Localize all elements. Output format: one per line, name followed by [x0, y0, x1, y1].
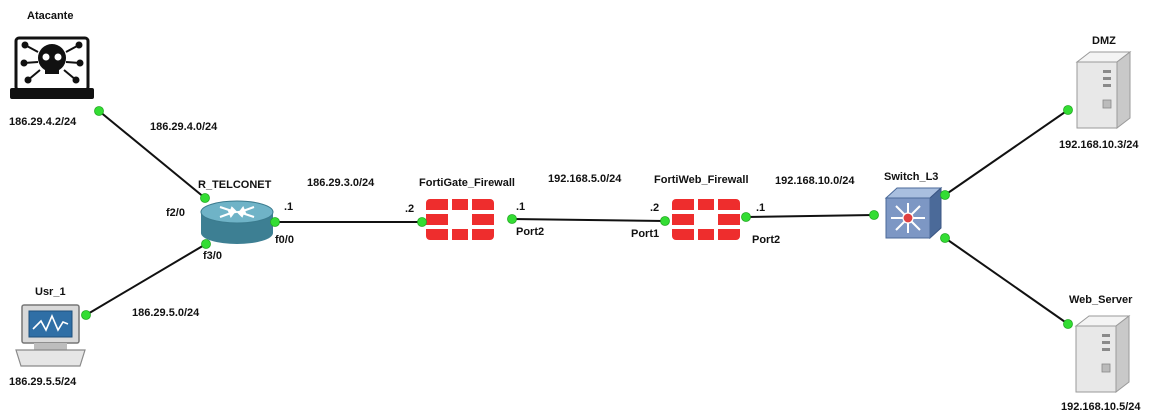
- link-switch-web[interactable]: [944, 237, 1069, 325]
- user-ip: 186.29.5.5/24: [9, 376, 77, 388]
- port-dot-fortiweb-right: [741, 212, 751, 222]
- user-name: Usr_1: [35, 286, 66, 298]
- pc-icon[interactable]: [15, 304, 86, 367]
- link-attacker-router[interactable]: [98, 110, 206, 199]
- port-dot-fortigate-right: [507, 214, 517, 224]
- fortiweb-left-id: .2: [650, 202, 660, 214]
- link-user-router[interactable]: [85, 243, 207, 316]
- l3-switch-icon[interactable]: [884, 186, 943, 240]
- net-attacker: 186.29.4.0/24: [150, 121, 218, 133]
- attacker-ip: 186.29.4.2/24: [9, 116, 77, 128]
- attacker-laptop-icon[interactable]: [10, 36, 94, 99]
- router-port-f0-0: f0/0: [275, 234, 294, 246]
- fortiweb-name: FortiWeb_Firewall: [654, 174, 749, 186]
- fortigate-left-id: .2: [405, 203, 415, 215]
- fortigate-port: Port2: [516, 226, 545, 238]
- router-name: R_TELCONET: [198, 179, 272, 191]
- port-dot-switch-bottom: [940, 233, 950, 243]
- net-fortigate-fortiweb: 192.168.5.0/24: [548, 173, 622, 185]
- port-dot-router-f0-0: [270, 217, 280, 227]
- link-fortigate-fortiweb[interactable]: [511, 218, 666, 222]
- router-port-f3-0: f3/0: [203, 250, 222, 262]
- fortiweb-port-right: Port2: [752, 234, 781, 246]
- link-switch-dmz[interactable]: [944, 109, 1069, 196]
- fortigate-name: FortiGate_Firewall: [419, 177, 515, 189]
- port-dot-dmz: [1063, 105, 1073, 115]
- web-server-icon[interactable]: [1074, 314, 1131, 394]
- fortigate-firewall-icon[interactable]: [426, 199, 494, 240]
- port-dot-attacker: [94, 106, 104, 116]
- net-router-fortigate: 186.29.3.0/24: [307, 177, 375, 189]
- fortiweb-port-left: Port1: [631, 228, 660, 240]
- port-dot-router-f2-0: [200, 193, 210, 203]
- attacker-name: Atacante: [27, 10, 74, 22]
- dmz-ip: 192.168.10.3/24: [1059, 139, 1139, 151]
- router-host-id: .1: [284, 201, 294, 213]
- fortigate-right-id: .1: [516, 201, 526, 213]
- web-ip: 192.168.10.5/24: [1061, 401, 1141, 413]
- links: [85, 109, 1069, 325]
- fortiweb-firewall-icon[interactable]: [672, 199, 740, 240]
- router-icon[interactable]: [200, 200, 274, 244]
- port-dots: [81, 105, 1073, 329]
- port-dot-web: [1063, 319, 1073, 329]
- switch-name: Switch_L3: [884, 171, 939, 183]
- net-user: 186.29.5.0/24: [132, 307, 200, 319]
- port-dot-switch-top: [940, 190, 950, 200]
- port-dot-fortigate-left: [417, 217, 427, 227]
- fortiweb-right-id: .1: [756, 202, 766, 214]
- dmz-name: DMZ: [1092, 35, 1116, 47]
- web-name: Web_Server: [1069, 294, 1133, 306]
- dmz-server-icon[interactable]: [1075, 50, 1132, 130]
- link-fortiweb-switch[interactable]: [745, 214, 875, 218]
- router-port-f2-0: f2/0: [166, 207, 185, 219]
- port-dot-user: [81, 310, 91, 320]
- port-dot-router-f3-0: [201, 239, 211, 249]
- port-dot-switch-left: [869, 210, 879, 220]
- net-fortiweb-switch: 192.168.10.0/24: [775, 175, 855, 187]
- port-dot-fortiweb-left: [660, 216, 670, 226]
